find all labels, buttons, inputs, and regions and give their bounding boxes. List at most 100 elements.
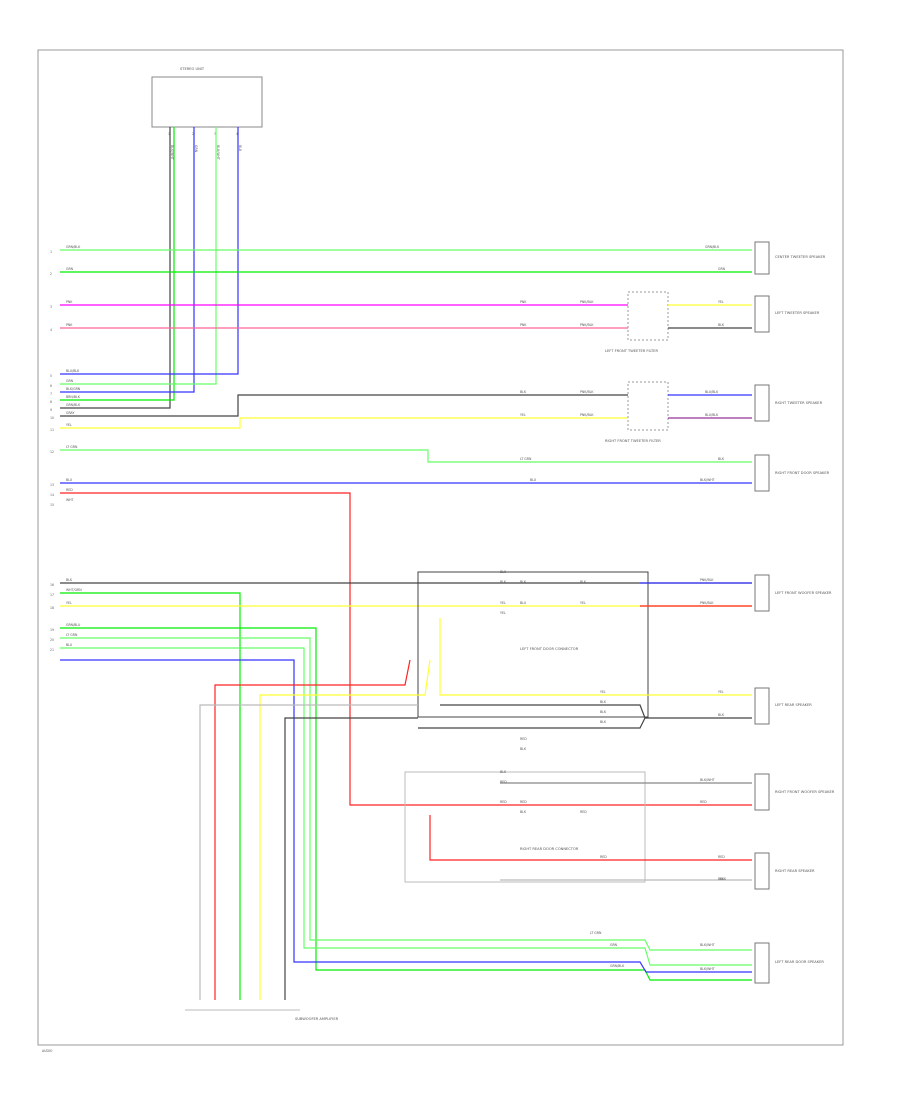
left-tweeter-filter: LEFT FRONT TWEETER FILTER: [605, 291, 669, 353]
mid-wire-label: RED: [600, 855, 607, 859]
mid-wire-label: BLU: [530, 478, 537, 482]
svg-text:LEFT REAR SPEAKER: LEFT REAR SPEAKER: [775, 703, 812, 707]
left-wire-label: GRN: [66, 267, 74, 271]
right-wire-label: BLK: [718, 323, 725, 327]
right-wire-label: BLU/BLK: [705, 390, 719, 394]
svg-text:LEFT FRONT TWEETER FILTER: LEFT FRONT TWEETER FILTER: [605, 349, 659, 353]
right-wire-label: GRN: [718, 267, 726, 271]
left-wire-label: PNK: [66, 300, 73, 304]
connector-label: PNK/BLK: [580, 413, 594, 417]
left-front-door-wires: [199, 582, 752, 1000]
left-wire-label: WHT/GRN: [66, 588, 82, 592]
connector-label: PNK/BLK: [580, 300, 594, 304]
svg-text:4: 4: [236, 132, 238, 136]
left-wire-label: GRN/BLK: [66, 403, 81, 407]
svg-text:LEFT REAR DOOR SPEAKER: LEFT REAR DOOR SPEAKER: [775, 960, 824, 964]
left-pin-label: 12: [50, 450, 54, 454]
svg-text:RIGHT FRONT DOOR SPEAKER: RIGHT FRONT DOOR SPEAKER: [775, 471, 830, 475]
right-wire-label: BLU/BLK: [705, 413, 719, 417]
right-wire-label: BLK: [718, 877, 725, 881]
right-wire-label: BLK: [718, 713, 725, 717]
left-wire-label: LT GRN: [66, 633, 78, 637]
left-pin-label: 17: [50, 593, 54, 597]
left-wire-label: BLU/BLK: [66, 369, 80, 373]
left-pin-label: 14: [50, 493, 54, 497]
right-wire-label: YEL: [718, 300, 724, 304]
connector-label: YEL: [580, 601, 586, 605]
right-rear-door-wires: [429, 782, 752, 881]
svg-text:RIGHT FRONT WOOFER SPEAKER: RIGHT FRONT WOOFER SPEAKER: [775, 790, 835, 794]
left-wire-label: BRN/BLK: [66, 395, 81, 399]
left-pin-label: 10: [50, 416, 54, 420]
svg-text:RIGHT REAR DOOR CONNECTOR: RIGHT REAR DOOR CONNECTOR: [520, 847, 579, 851]
left-pin-label: 5: [50, 374, 52, 378]
right-wire-label: YEL: [718, 690, 724, 694]
speaker-right-rear: RIGHT REAR SPEAKER: [754, 852, 815, 890]
mid-wire-label: RED: [500, 800, 507, 804]
svg-text:LEFT FRONT DOOR CONNECTOR: LEFT FRONT DOOR CONNECTOR: [520, 647, 579, 651]
mid-wire-label: BLK: [520, 390, 527, 394]
right-rear-door-connector: RIGHT REAR DOOR CONNECTOR: [404, 771, 646, 883]
svg-text:3: 3: [214, 132, 216, 136]
left-wire-label: PNK: [66, 323, 73, 327]
left-pin-label: 18: [50, 606, 54, 610]
stereo-unit-wires: [60, 127, 239, 409]
mid-wire-label: BLK: [500, 570, 507, 574]
left-pin-label: 13: [50, 483, 54, 487]
svg-text:BLK/WHT: BLK/WHT: [170, 145, 174, 160]
connector-label: PNK/BLK: [580, 390, 594, 394]
right-wire-label: BLK/WHT: [700, 967, 715, 971]
svg-text:2: 2: [192, 132, 194, 136]
left-wire-label: WHT: [66, 498, 74, 502]
left-pin-label: 3: [50, 305, 52, 309]
upper-harness-wires: [60, 249, 752, 806]
connector-label: BLK: [520, 810, 527, 814]
speaker-left-rear-door: LEFT REAR DOOR SPEAKER: [754, 942, 824, 984]
left-pin-label: 19: [50, 628, 54, 632]
stereo-unit: STEREO UNIT 1 2 3 4 BLK/WHT GRN BLU/WHT …: [151, 67, 263, 160]
left-pin-label: 6: [50, 384, 52, 388]
right-wire-labels: GRN/BLKGRNYELBLKBLU/BLKBLU/BLKBLKBLK/WHT…: [700, 245, 726, 971]
left-pin-label: 11: [50, 428, 54, 432]
mid-wire-label: BLK: [500, 770, 507, 774]
mid-wire-label: RED: [520, 737, 527, 741]
mid-wire-label: BLK: [520, 747, 527, 751]
left-wire-label: LT GRN: [66, 445, 78, 449]
left-front-door-connector: LEFT FRONT DOOR CONNECTOR: [417, 571, 649, 718]
svg-text:RIGHT TWEETER SPEAKER: RIGHT TWEETER SPEAKER: [775, 401, 823, 405]
mid-wire-label: BLK: [600, 720, 607, 724]
svg-text:SUBWOOFER AMPLIFIER: SUBWOOFER AMPLIFIER: [295, 1017, 339, 1021]
lower-harness-wires: [60, 582, 752, 1000]
speaker-left-rear: LEFT REAR SPEAKER: [754, 687, 812, 725]
subwoofer-amplifier: SUBWOOFER AMPLIFIER: [185, 1009, 339, 1021]
svg-text:CENTER TWEETER SPEAKER: CENTER TWEETER SPEAKER: [775, 255, 826, 259]
mid-wire-label: GRN/BLK: [610, 964, 625, 968]
speaker-center-tweeter: CENTER TWEETER SPEAKER: [754, 241, 826, 275]
left-wire-label: YEL: [66, 423, 72, 427]
left-wire-label: YEL: [66, 601, 72, 605]
left-pin-label: 9: [50, 408, 52, 412]
speaker-left-tweeter: LEFT TWEETER SPEAKER: [754, 295, 820, 333]
right-wire-label: BLK/WHT: [700, 943, 715, 947]
left-pin-label: 16: [50, 583, 54, 587]
connector-label: RED: [520, 800, 527, 804]
left-wire-label: GRN/BLK: [66, 245, 81, 249]
mid-wire-label: YEL: [520, 413, 526, 417]
diagram-frame: [37, 49, 844, 1046]
left-wire-label: BLU: [66, 643, 73, 647]
right-wire-label: PNK/BLK: [700, 601, 714, 605]
right-wire-label: RED: [718, 855, 725, 859]
left-wire-labels: GRN/BLKGRNPNKPNKBLU/BLKGRNBLK/GRNBRN/BLK…: [50, 245, 82, 652]
connector-label: BLK: [580, 580, 587, 584]
left-wire-label: BLK: [66, 578, 73, 582]
left-pin-label: 2: [50, 272, 52, 276]
right-wire-label: BLK/WHT: [700, 778, 715, 782]
mid-wire-label: LT GRN: [520, 457, 532, 461]
svg-text:RIGHT FRONT TWEETER FILTER: RIGHT FRONT TWEETER FILTER: [605, 439, 661, 443]
connector-label: BLU: [520, 601, 527, 605]
left-pin-label: 15: [50, 503, 54, 507]
footer-label: AUDIO: [42, 1049, 53, 1053]
left-pin-label: 20: [50, 638, 54, 642]
